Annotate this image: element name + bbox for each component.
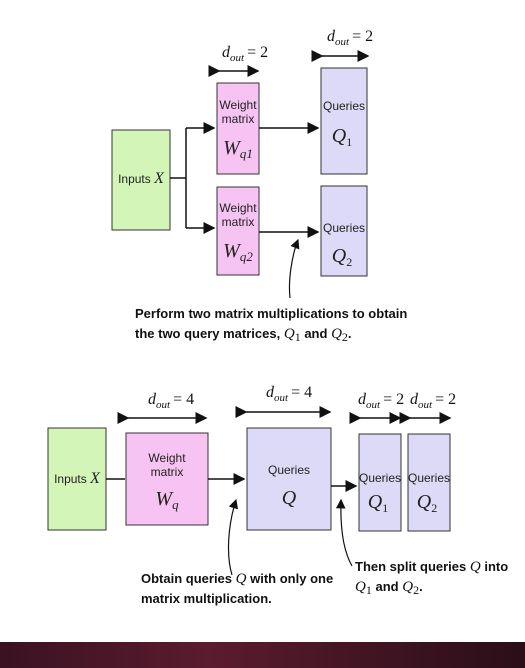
note-right-line2: Q1 and Q2. bbox=[355, 579, 423, 597]
footer-bar bbox=[0, 642, 525, 668]
weight-symbol-q1: Wq1 bbox=[223, 137, 253, 161]
weight-box-q bbox=[125, 432, 209, 526]
dim-queries-bottom: dout= 4 bbox=[266, 384, 312, 404]
note-right-line1: Then split queries Q into bbox=[355, 559, 508, 575]
dim-weight-bottom: dout= 4 bbox=[148, 391, 194, 411]
query-label-q1: Queries bbox=[323, 99, 365, 113]
queries-box-bottom bbox=[246, 427, 332, 531]
dim-q2-bottom: dout= 2 bbox=[410, 391, 456, 411]
callout-arrow-top bbox=[288, 238, 300, 299]
inputs-label-top: Inputs X bbox=[118, 170, 165, 187]
query-label-q2-bottom: Queries bbox=[408, 471, 450, 485]
weight-box-q2 bbox=[216, 186, 260, 276]
queries-symbol-bottom: Q bbox=[282, 487, 297, 509]
note-top-line1: Perform two matrix multiplications to ob… bbox=[135, 306, 407, 321]
query-symbol-q2-bottom: Q2 bbox=[417, 491, 437, 515]
weight-symbol-q: Wq bbox=[155, 488, 179, 512]
note-left-line2: matrix multiplication. bbox=[141, 591, 272, 606]
inputs-label-bottom: Inputs X bbox=[54, 470, 101, 487]
query-box-q1-bottom bbox=[358, 433, 402, 532]
inputs-box-bottom bbox=[47, 427, 107, 531]
query-symbol-q1-bottom: Q1 bbox=[368, 491, 388, 515]
dim-query-top: dout= 2 bbox=[327, 28, 373, 48]
callout-arrow-right bbox=[335, 498, 353, 567]
note-top-line2: the two query matrices, Q1 and Q2. bbox=[135, 326, 352, 344]
inputs-box-top bbox=[111, 129, 171, 231]
dim-weight-top: dout= 2 bbox=[222, 44, 268, 64]
query-box-q1 bbox=[320, 67, 368, 175]
dim-q1-bottom: dout= 2 bbox=[358, 391, 404, 411]
query-symbol-q2: Q2 bbox=[332, 245, 352, 269]
callout-arrow-left bbox=[227, 498, 239, 576]
weight-symbol-q2: Wq2 bbox=[223, 240, 253, 264]
query-label-q1-bottom: Queries bbox=[359, 471, 401, 485]
query-box-q2-bottom bbox=[407, 433, 451, 532]
query-label-q2: Queries bbox=[323, 221, 365, 235]
query-box-q2 bbox=[320, 185, 368, 277]
queries-label-bottom: Queries bbox=[268, 463, 310, 477]
query-symbol-q1: Q1 bbox=[332, 125, 352, 149]
note-left-line1: Obtain queries Q with only one bbox=[141, 571, 333, 587]
